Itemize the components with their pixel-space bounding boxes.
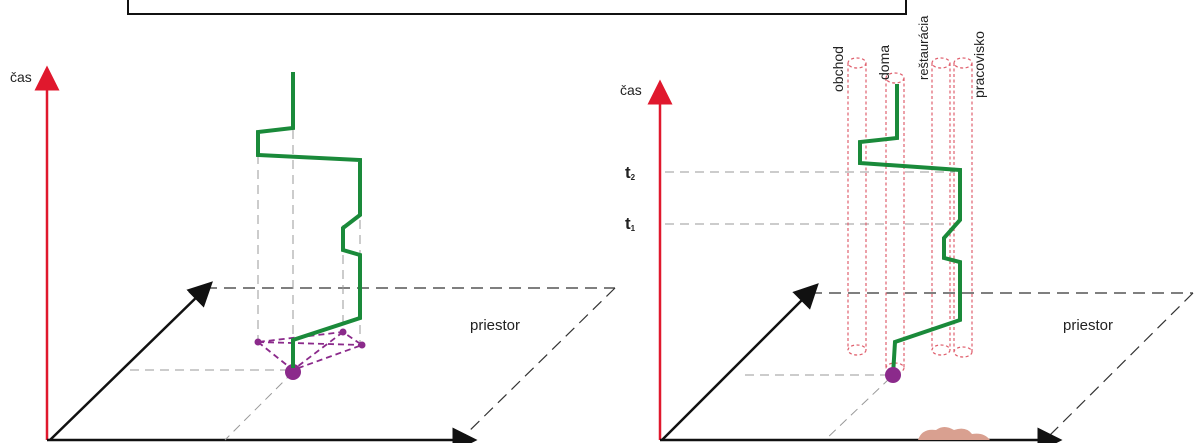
left-prism-node	[339, 328, 347, 336]
left-time-label: čas	[10, 69, 32, 85]
place-label-pracovisko: pracovisko	[971, 31, 987, 98]
right-space-label: priestor	[1063, 317, 1113, 334]
left-space-plane	[205, 287, 616, 441]
right-depth-axis	[661, 283, 819, 441]
place-column-obchod	[847, 57, 867, 356]
place-label-doma: doma	[876, 45, 892, 80]
t2-subscript: 2	[631, 173, 636, 182]
t1-subscript: 1	[631, 224, 636, 233]
left-space-time-path	[256, 72, 362, 368]
right-space-time-path	[858, 84, 962, 376]
place-columns	[847, 57, 973, 374]
right-space-plane	[810, 292, 1194, 441]
decorative-blob	[918, 427, 990, 440]
right-guide-lines	[665, 171, 955, 441]
t2-label: t2	[625, 163, 636, 182]
right-diagram: obchod doma reštaurácia pracovisko čas t…	[620, 15, 1194, 443]
left-prism-node	[358, 341, 366, 349]
place-column-pracovisko	[953, 57, 973, 358]
left-prism-node	[254, 338, 262, 346]
left-origin-point	[285, 364, 301, 380]
caption-frame	[127, 0, 907, 15]
left-depth-axis	[49, 281, 213, 441]
place-column-restauracia	[931, 57, 951, 356]
place-label-restauracia: reštaurácia	[916, 15, 931, 80]
left-space-label: priestor	[470, 317, 520, 334]
place-label-obchod: obchod	[830, 46, 846, 92]
right-time-label: čas	[620, 82, 642, 98]
t1-label: t1	[625, 214, 636, 233]
left-diagram: čas priestor	[10, 65, 616, 443]
right-origin-point	[885, 367, 901, 383]
left-space-time-prism	[255, 331, 364, 372]
left-guide-lines	[130, 130, 361, 441]
